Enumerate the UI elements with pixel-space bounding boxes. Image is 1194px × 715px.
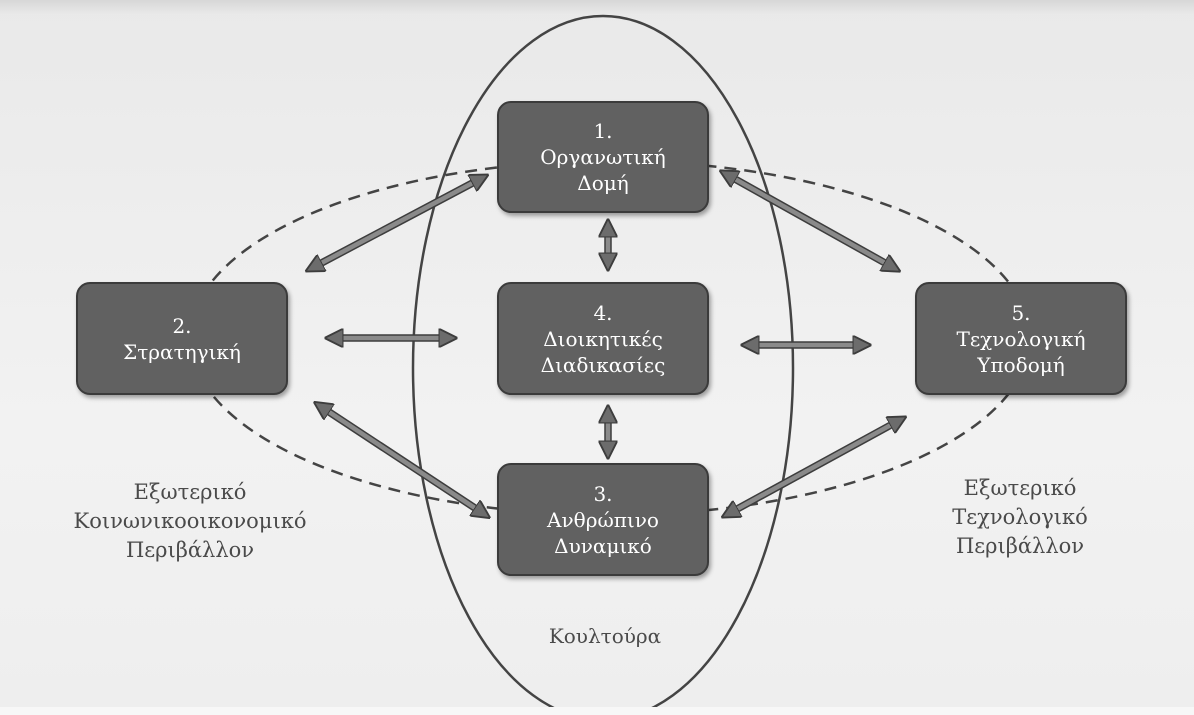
footer-band <box>0 707 1194 715</box>
env-line2: Κοινωνικοοικονομικό <box>73 509 307 533</box>
box-technological-infrastructure: 5. Τεχνολογική Υποδομή <box>915 282 1127 395</box>
box-title-line1: Ανθρώπινο <box>547 507 659 532</box>
box-management-processes: 4. Διοικητικές Διαδικασίες <box>497 282 709 395</box>
culture-ellipse <box>411 14 795 715</box>
env-line3: Περιβάλλον <box>955 534 1085 558</box>
arrow-technology-human <box>728 420 900 514</box>
box-number: 3. <box>593 481 613 506</box>
left-environment-label: Εξωτερικό Κοινωνικοοικονομικό Περιβάλλον <box>40 478 340 565</box>
env-line1: Εξωτερικό <box>133 480 247 504</box>
box-title-line2: Διαδικασίες <box>540 352 666 377</box>
box-title-line1: Οργανωτική <box>540 145 666 169</box>
box-title-line2: Δομή <box>577 171 629 195</box>
arrow-strategy-structure <box>312 178 482 268</box>
box-number: 2. <box>172 313 192 338</box>
right-environment-label: Εξωτερικό Τεχνολογικό Περιβάλλον <box>880 474 1160 561</box>
box-number: 4. <box>593 300 613 325</box>
box-strategy: 2. Στρατηγική <box>76 282 288 395</box>
box-title-line1: Τεχνολογική <box>956 326 1086 351</box>
box-number: 1. <box>593 119 613 143</box>
arrow-structure-technology <box>726 174 894 268</box>
box-organizational-structure: 1. Οργανωτική Δομή <box>497 101 709 213</box>
env-line2: Τεχνολογικό <box>952 505 1088 529</box>
box-title-line2: Υποδομή <box>977 352 1065 377</box>
header-band <box>0 0 1194 14</box>
env-line3: Περιβάλλον <box>125 538 255 562</box>
box-human-resources: 3. Ανθρώπινο Δυναμικό <box>497 463 709 576</box>
box-title-line1: Διοικητικές <box>543 326 663 351</box>
box-number: 5. <box>1011 300 1031 325</box>
culture-label: Κουλτούρα <box>548 624 662 648</box>
box-title-line2: Δυναμικό <box>554 533 652 558</box>
box-title-line1: Στρατηγική <box>123 339 241 364</box>
arrow-strategy-human <box>320 406 484 514</box>
env-line1: Εξωτερικό <box>963 476 1077 500</box>
